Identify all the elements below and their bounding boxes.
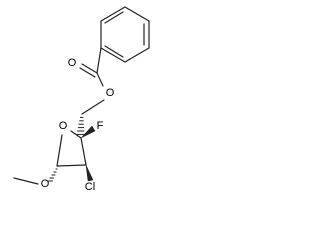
cl-wedge-bond xyxy=(85,164,94,182)
bond-c4-c3 xyxy=(80,137,87,166)
bond-ph-6 xyxy=(100,6,126,22)
bond-ph-inner-3 xyxy=(104,11,124,24)
ester-oxygen-label: O xyxy=(106,87,115,99)
f-wedge-bond xyxy=(80,125,96,139)
bond-ring-o-c1 xyxy=(56,134,63,167)
chlorine-label: Cl xyxy=(85,181,95,193)
bond-c-o-double-a xyxy=(81,63,98,74)
ring-oxygen-label: O xyxy=(59,120,68,132)
methoxy-oxygen-label: O xyxy=(41,178,50,190)
bond-ph-inner-2 xyxy=(104,45,124,58)
fluorine-label: F xyxy=(97,120,104,132)
bond-o-methyl xyxy=(13,177,39,185)
bond-ph-4 xyxy=(100,47,126,63)
structure-canvas: O O O F Cl O xyxy=(13,6,150,193)
bond-c1-c2 xyxy=(56,164,87,167)
c5-hash-bond xyxy=(76,116,85,135)
bond-c-o-double-b xyxy=(79,67,96,78)
molecule-drawing: O O O F Cl O xyxy=(13,6,150,193)
carbonyl-oxygen-label: O xyxy=(68,57,77,69)
bond-ph-carbonyl xyxy=(96,47,102,74)
bond-ph-3 xyxy=(124,47,150,63)
benzene-ring xyxy=(100,6,150,63)
bond-ph-1 xyxy=(124,6,150,22)
bond-o-ch2 xyxy=(81,99,105,115)
bond-c-o-ester xyxy=(96,72,104,87)
bond-c4-ring-o xyxy=(70,130,82,139)
c1-hash-bond xyxy=(47,168,58,182)
